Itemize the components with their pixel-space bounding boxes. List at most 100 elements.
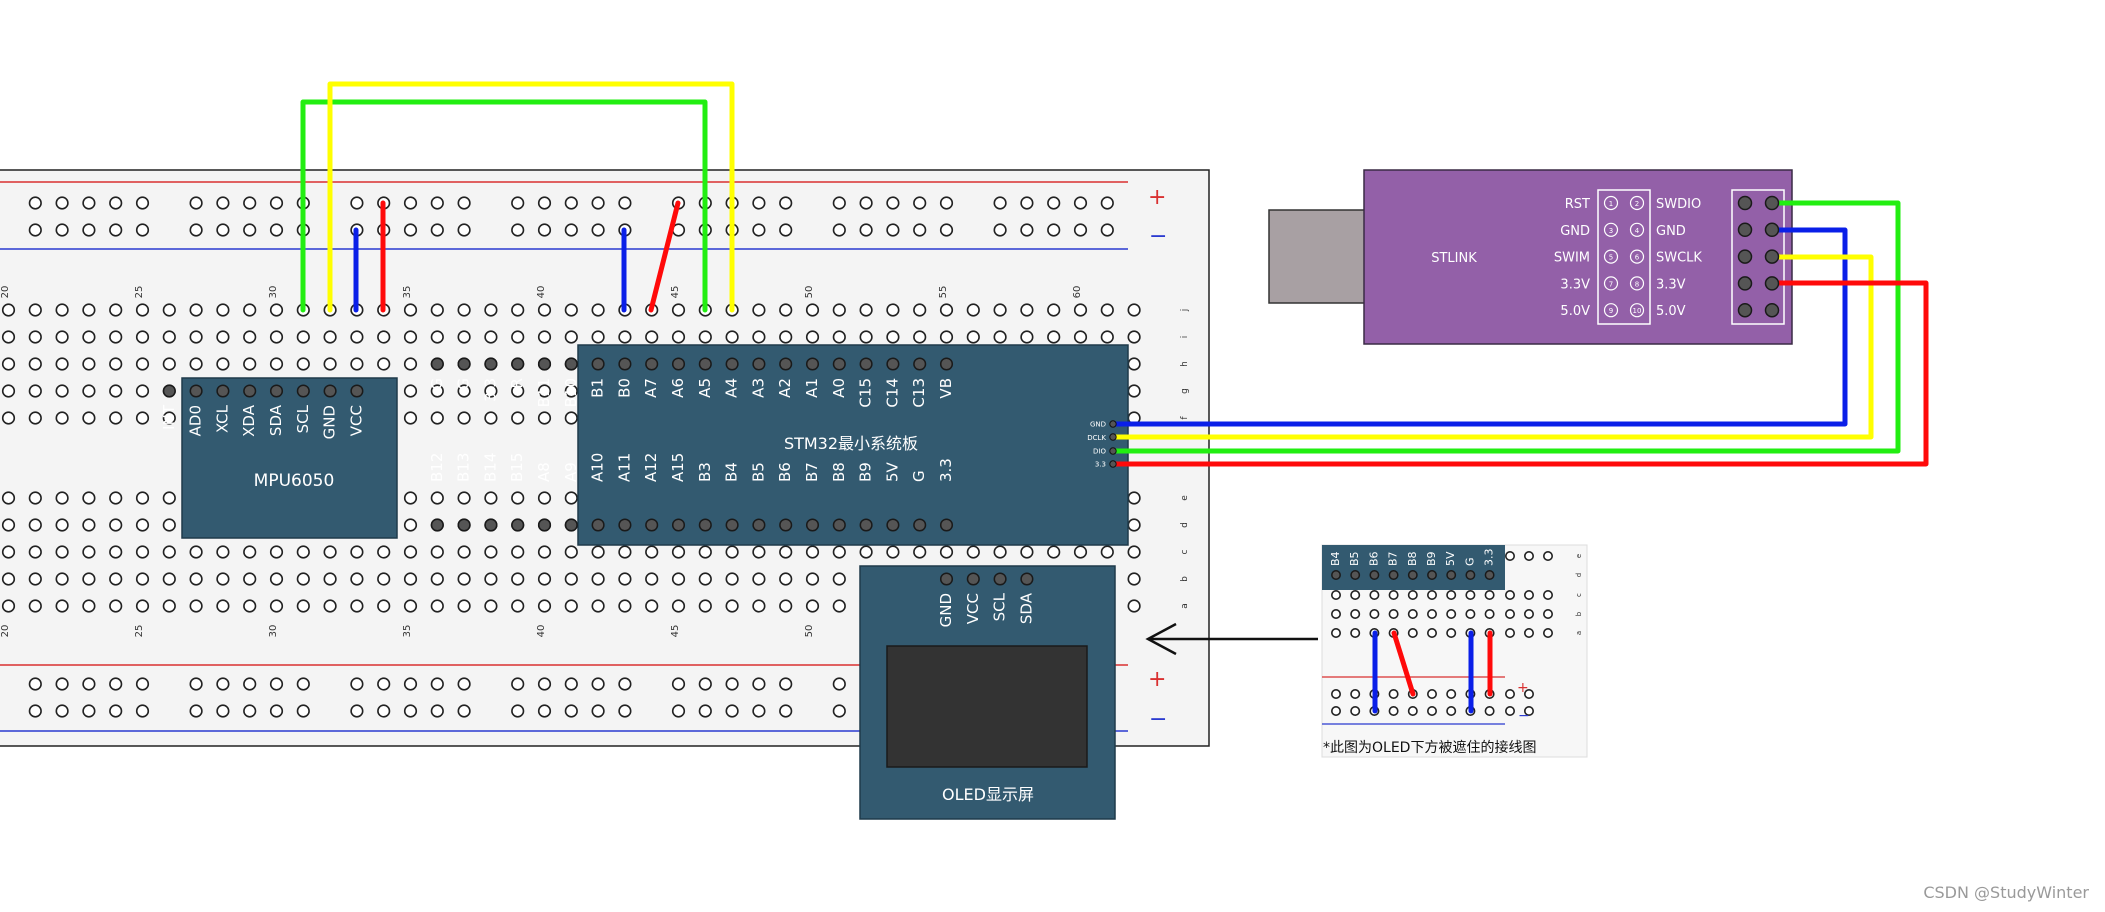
rail-hole [671, 677, 686, 691]
rail-hole [752, 223, 766, 237]
inset-pin-label: 3.3 [1483, 549, 1496, 567]
column-number: 35 [402, 286, 413, 299]
rail-hole [403, 677, 418, 691]
rail-hole [403, 704, 418, 718]
stlink-pin-number: 7 [1609, 280, 1613, 288]
rail-hole [511, 196, 525, 210]
oled-title: OLED显示屏 [942, 785, 1034, 804]
rail-hole [28, 196, 42, 210]
rail-hole [430, 196, 444, 210]
stm32-bottom-pin-label: B15 [508, 453, 526, 482]
column-number: 50 [804, 286, 815, 299]
stlink-right-label: SWDIO [1656, 197, 1701, 212]
terminal-hole [752, 303, 766, 317]
terminal-hole [189, 572, 203, 586]
terminal-hole [377, 599, 391, 613]
stlink-right-label: 3.3V [1656, 277, 1686, 292]
terminal-hole [1, 518, 16, 532]
terminal-hole [564, 491, 578, 505]
stm32-top-pin-label: B11 [535, 378, 553, 407]
rail-hole [55, 223, 69, 237]
terminal-hole [243, 599, 257, 613]
terminal-hole [484, 330, 498, 344]
terminal-hole [457, 545, 471, 559]
terminal-hole [484, 384, 498, 398]
terminal-hole [403, 572, 418, 586]
rail-hole [109, 196, 123, 210]
terminal-hole [1047, 330, 1061, 344]
stlink-pin-number: 8 [1635, 280, 1639, 288]
terminal-hole [109, 330, 123, 344]
stm32-bottom-pin [564, 518, 578, 532]
inset-row-letter: b [1575, 611, 1583, 616]
stm32-bottom-pin [832, 518, 846, 532]
rail-hole [752, 196, 766, 210]
inset-row-letter: c [1575, 593, 1583, 597]
terminal-hole [1127, 330, 1141, 344]
rail-hole [511, 223, 525, 237]
terminal-hole [109, 491, 123, 505]
rail-hole [779, 677, 793, 691]
stlink-pin-number: 4 [1635, 227, 1640, 235]
terminal-hole [537, 411, 552, 425]
oled-pin [966, 572, 980, 586]
terminal-hole [966, 303, 980, 317]
rail-hole [243, 196, 257, 210]
inset-hole [1350, 705, 1361, 716]
row-letter: e [1180, 495, 1190, 501]
rail-hole [537, 677, 552, 691]
terminal-hole [805, 303, 820, 317]
mpu6050-title: MPU6050 [254, 471, 335, 491]
terminal-hole [135, 357, 150, 371]
arrow [1145, 622, 1318, 656]
mpu6050-pin [243, 384, 257, 398]
stm32-bottom-pin [698, 518, 712, 532]
terminal-hole [484, 411, 498, 425]
terminal-hole [135, 545, 150, 559]
stlink-header-pin [1764, 302, 1780, 318]
mpu6050-pin-label: XCL [213, 404, 231, 433]
rail-hole [1100, 223, 1114, 237]
terminal-hole [511, 384, 525, 398]
stm32-top-pin-label: A7 [642, 378, 660, 398]
rail-hole [564, 677, 578, 691]
terminal-hole [403, 518, 418, 532]
terminal-hole [993, 303, 1007, 317]
terminal-hole [1047, 545, 1061, 559]
rail-hole [55, 677, 69, 691]
stm32-top-pin [618, 357, 632, 371]
rail-hole [537, 704, 552, 718]
stm32-bottom-pin [725, 518, 739, 532]
rail-hole [269, 196, 284, 210]
stm32-debug-pin-label: DIO [1093, 447, 1106, 455]
inset-hole [1331, 688, 1342, 699]
rail-hole [939, 223, 954, 237]
terminal-hole [269, 545, 284, 559]
stm32-debug-pin [1109, 447, 1117, 455]
terminal-hole [511, 572, 525, 586]
terminal-hole [698, 599, 712, 613]
terminal-hole [28, 491, 42, 505]
mpu6050-pin-label: XDA [240, 404, 258, 437]
terminal-hole [296, 357, 310, 371]
rail-hole [779, 704, 793, 718]
terminal-hole [216, 545, 230, 559]
terminal-hole [189, 303, 203, 317]
terminal-hole [1127, 599, 1141, 613]
rail-hole [28, 223, 42, 237]
terminal-hole [243, 357, 257, 371]
stm32-bottom-pin [913, 518, 927, 532]
column-number: 20 [0, 286, 11, 299]
rail-hole [671, 704, 686, 718]
terminal-hole [269, 330, 284, 344]
stm32-top-pin-label: VB [937, 378, 955, 399]
terminal-hole [457, 411, 471, 425]
rail-hole [243, 677, 257, 691]
stlink-header-pin [1737, 302, 1753, 318]
terminal-hole [591, 599, 605, 613]
rail-hole [618, 196, 632, 210]
inset-hole [1484, 608, 1495, 619]
terminal-hole [243, 330, 257, 344]
rail-hole [779, 223, 793, 237]
